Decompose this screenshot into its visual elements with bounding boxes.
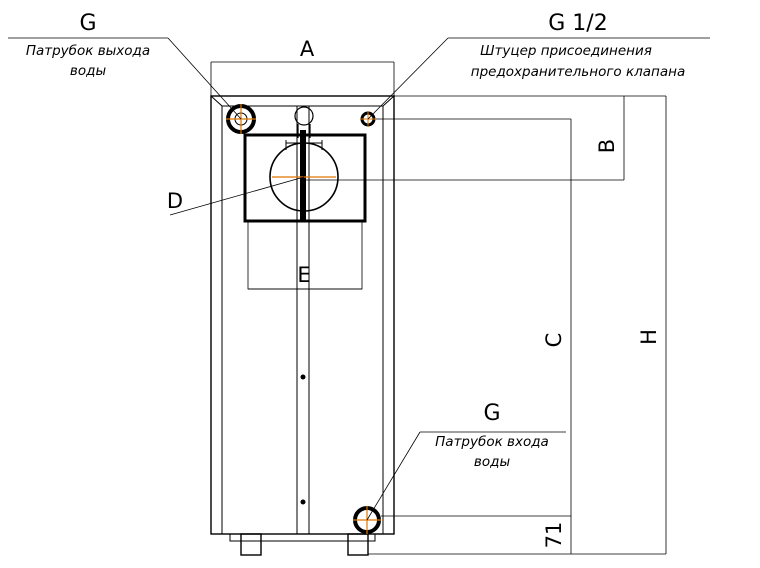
dimension-e: E	[297, 263, 310, 287]
inlet-note-line1: Патрубок входа	[435, 434, 549, 450]
top-valve-nozzle	[294, 106, 314, 138]
valve-note-line1: Штуцер присоединения	[480, 43, 652, 59]
dimension-d: D	[167, 189, 183, 213]
inlet-note-line2: воды	[474, 454, 511, 470]
inlet-thread-label: G	[483, 401, 500, 426]
valve-note-line2: предохранительного клапана	[471, 64, 685, 80]
burner-window	[243, 130, 367, 290]
rivets	[300, 374, 306, 505]
dimension-h: H	[637, 329, 661, 345]
outlet-thread-label: G	[79, 11, 96, 36]
dimension-a: A	[300, 37, 315, 61]
dimension-lines	[210, 61, 667, 555]
outlet-note-line1: Патрубок выхода	[26, 43, 150, 59]
valve-thread-label: G 1/2	[548, 11, 607, 36]
dimension-71: 71	[542, 522, 566, 549]
outlet-note-line2: воды	[70, 63, 107, 79]
leader-lines	[8, 37, 710, 521]
boiler-feet	[240, 533, 369, 556]
dimension-c: C	[542, 333, 566, 348]
dimension-b: B	[595, 139, 619, 153]
